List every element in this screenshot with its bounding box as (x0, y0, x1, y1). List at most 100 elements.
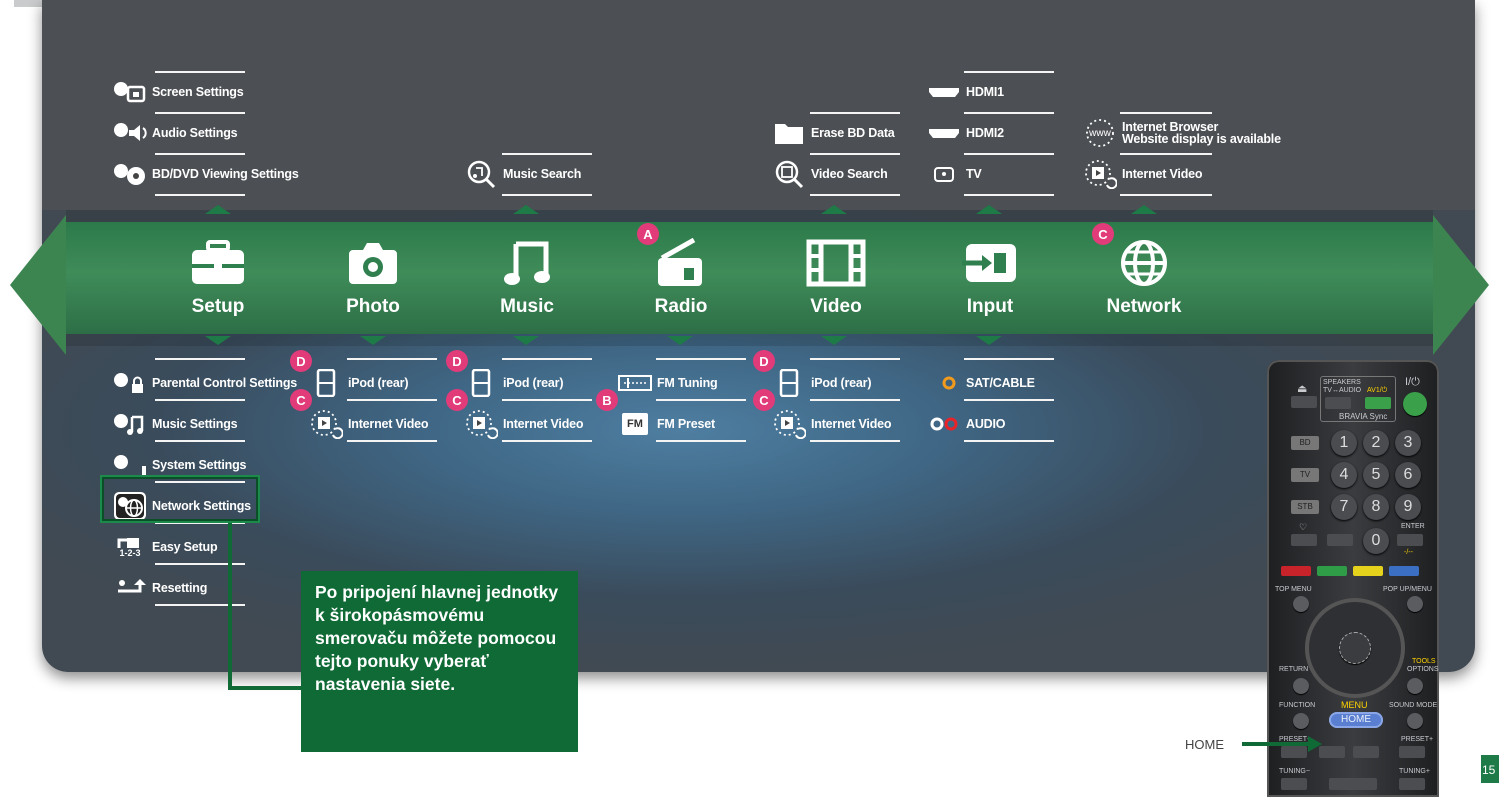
category-network[interactable]: Network (1084, 238, 1204, 318)
internet-video-icon (1082, 159, 1118, 189)
category-label: Photo (346, 296, 400, 317)
menu-item-audio-settings[interactable]: Audio Settings (112, 114, 238, 152)
power-button[interactable] (1403, 392, 1427, 416)
www-icon: www (1082, 118, 1118, 148)
badge-b: B (596, 389, 618, 411)
video-search-icon (771, 159, 807, 189)
menu-item-bd-dvd-viewing-settings[interactable]: BD/DVD Viewing Settings (112, 155, 299, 193)
badge-c: C (446, 389, 468, 411)
category-radio[interactable]: Radio (621, 238, 741, 318)
menu-item-screen-settings[interactable]: Screen Settings (112, 73, 244, 111)
easy-setup-icon: 1-2-3 (112, 532, 148, 562)
category-bar (66, 222, 1433, 334)
category-music[interactable]: Music (467, 238, 587, 318)
category-video[interactable]: Video (776, 238, 896, 318)
menu-item-erase-bd-data[interactable]: Erase BD Data (771, 114, 895, 152)
home-label: HOME (1185, 737, 1224, 752)
internet-video-icon (463, 409, 499, 439)
menu-item-easy-setup[interactable]: 1-2-3 Easy Setup (112, 528, 218, 566)
menu-item-music-ipod[interactable]: iPod (rear) (463, 364, 564, 402)
remote-control: ⏏ SPEAKERS TV↔AUDIO AV1/⏻ BRAVIA Sync I/… (1267, 360, 1439, 797)
menu-item-photo-ipod[interactable]: iPod (rear) (308, 364, 409, 402)
menu-item-sat-cable[interactable]: SAT/CABLE (926, 364, 1035, 402)
badge-a: A (637, 223, 659, 245)
category-label: Network (1106, 296, 1182, 317)
ipod-icon (308, 368, 344, 398)
home-button[interactable]: HOME (1329, 712, 1383, 728)
menu-item-music-settings[interactable]: Music Settings (112, 405, 238, 443)
ipod-icon (771, 368, 807, 398)
menu-item-video-ipod[interactable]: iPod (rear) (771, 364, 872, 402)
camera-icon (349, 243, 397, 284)
fm-preset-icon: FM (617, 409, 653, 439)
hdmi-icon (926, 77, 962, 107)
callout-connector (228, 523, 232, 690)
fm-tuning-icon (617, 368, 653, 398)
internet-video-icon (771, 409, 807, 439)
folder-icon (771, 118, 807, 148)
disc-settings-icon (112, 159, 148, 189)
music-search-icon (463, 159, 499, 189)
badge-d: D (446, 350, 468, 372)
page-number: 15 (1481, 755, 1499, 783)
home-pointer-arrow (1242, 742, 1310, 746)
menu-item-video-search[interactable]: Video Search (771, 155, 888, 193)
dpad-center[interactable] (1339, 632, 1371, 664)
badge-c: C (1092, 223, 1114, 245)
internet-video-icon (308, 409, 344, 439)
badge-d: D (290, 350, 312, 372)
ipod-icon (463, 368, 499, 398)
menu-item-fm-tuning[interactable]: FM Tuning (617, 364, 718, 402)
input-icon (962, 244, 1016, 282)
menu-item-parental-control-settings[interactable]: Parental Control Settings (112, 364, 297, 402)
menu-item-music-search[interactable]: Music Search (463, 155, 581, 193)
menu-item-audio[interactable]: AUDIO (926, 405, 1005, 443)
menu-item-video-internet-video[interactable]: Internet Video (771, 405, 892, 443)
network-settings-highlight (100, 475, 260, 523)
category-setup[interactable]: Setup (158, 238, 278, 318)
menu-item-system-settings[interactable]: System Settings (112, 446, 246, 484)
scroll-left-arrow[interactable] (10, 215, 66, 355)
parental-lock-icon (112, 368, 148, 398)
menu-item-network-internet-video[interactable]: Internet Video (1082, 155, 1203, 193)
network-settings-icon (112, 491, 148, 521)
home-pointer-arrowhead (1308, 736, 1322, 752)
menu-item-photo-internet-video[interactable]: Internet Video (308, 405, 429, 443)
menu-item-resetting[interactable]: Resetting (112, 569, 207, 607)
callout-box: Po pripojení hlavnej jednotky k širokopá… (301, 571, 578, 752)
reset-icon (112, 573, 148, 603)
scroll-right-arrow[interactable] (1433, 215, 1489, 355)
menu-item-network-settings[interactable]: Network Settings (112, 487, 251, 525)
menu-item-hdmi1[interactable]: HDMI1 (926, 73, 1004, 111)
category-label: Video (810, 296, 862, 317)
audio-jack-icon (926, 409, 962, 439)
callout-connector (228, 686, 303, 690)
xmb-panel (42, 0, 1475, 672)
globe-icon (1121, 240, 1167, 286)
badge-d: D (753, 350, 775, 372)
screen-settings-icon (112, 77, 148, 107)
category-photo[interactable]: Photo (313, 238, 433, 318)
menu-item-fm-preset[interactable]: FM FM Preset (617, 405, 715, 443)
menu-item-tv[interactable]: TV (926, 155, 982, 193)
menu-item-hdmi2[interactable]: HDMI2 (926, 114, 1004, 152)
system-settings-icon (112, 450, 148, 480)
badge-c: C (753, 389, 775, 411)
category-label: Radio (654, 296, 708, 317)
tv-input-icon (926, 159, 962, 189)
toolbox-icon (192, 240, 244, 284)
music-settings-icon (112, 409, 148, 439)
menu-item-music-internet-video[interactable]: Internet Video (463, 405, 584, 443)
category-label: Music (500, 296, 554, 317)
music-note-icon (504, 241, 550, 285)
radio-icon (658, 238, 702, 286)
badge-c: C (290, 389, 312, 411)
audio-settings-icon (112, 118, 148, 148)
sat-cable-jack-icon (926, 368, 962, 398)
hdmi-icon (926, 118, 962, 148)
film-icon (806, 239, 866, 287)
category-label: Input (966, 296, 1014, 317)
category-input[interactable]: Input (930, 238, 1050, 318)
category-label: Setup (191, 296, 245, 317)
menu-item-internet-browser[interactable]: www Internet Browser Website display is … (1082, 114, 1281, 152)
